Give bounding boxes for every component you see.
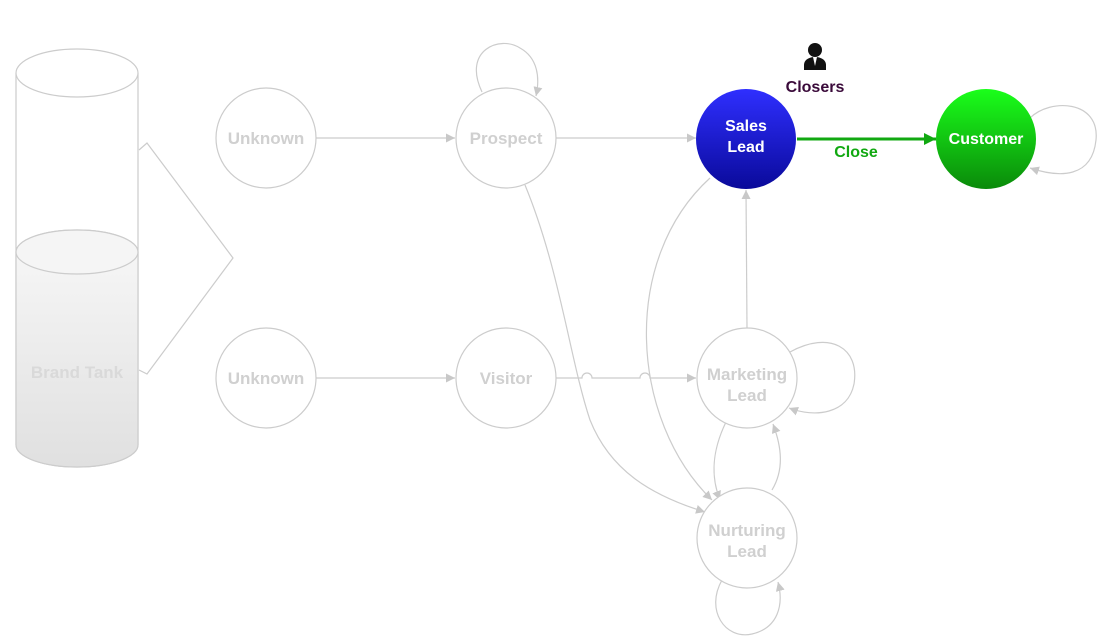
- edge-marketing-to-nurturing: [712, 421, 727, 501]
- loop-marketing-lead: [788, 341, 856, 416]
- node-marketing-lead-label-line1: Marketing: [707, 365, 787, 384]
- node-customer: Customer: [936, 89, 1036, 189]
- loop-nurturing-lead: [715, 579, 785, 636]
- brand-tank: Brand Tank: [15, 48, 139, 468]
- edge-marketing-to-sales-lead: [741, 189, 751, 329]
- node-nurturing-lead: Nurturing Lead: [696, 487, 798, 589]
- person-icon: [804, 43, 826, 70]
- edge-sales-to-nurturing: [645, 177, 713, 501]
- node-nurturing-lead-label-line2: Lead: [727, 542, 767, 561]
- node-marketing-lead-label-line2: Lead: [727, 386, 767, 405]
- node-sales-lead: Sales Lead: [696, 89, 796, 189]
- node-nurturing-lead-label-line1: Nurturing: [708, 521, 785, 540]
- node-marketing-lead: Marketing Lead: [696, 327, 798, 429]
- edge-visitor-to-marketing-lead: [556, 372, 696, 383]
- brand-tank-label: Brand Tank: [31, 363, 124, 382]
- node-unknown-bottom: Unknown: [215, 327, 317, 429]
- funnel-chevron: [138, 142, 234, 375]
- node-sales-lead-label-line2: Lead: [727, 139, 764, 156]
- node-unknown-top: Unknown: [215, 87, 317, 189]
- close-edge-label: Close: [834, 144, 878, 161]
- node-prospect-label: Prospect: [470, 129, 543, 148]
- node-customer-label: Customer: [949, 131, 1024, 148]
- node-visitor: Visitor: [455, 327, 557, 429]
- node-unknown-top-label: Unknown: [228, 129, 305, 148]
- edge-prospect-to-nurturing: [524, 184, 706, 514]
- node-prospect: Prospect: [455, 87, 557, 189]
- closers-label: Closers: [786, 79, 845, 96]
- node-visitor-label: Visitor: [480, 369, 533, 388]
- loop-prospect: [475, 42, 543, 97]
- faded-edges: [316, 42, 1097, 636]
- edge-nurturing-to-marketing: [771, 423, 781, 491]
- node-unknown-bottom-label: Unknown: [228, 369, 305, 388]
- loop-customer: [1029, 105, 1097, 176]
- node-sales-lead-label-line1: Sales: [725, 118, 767, 135]
